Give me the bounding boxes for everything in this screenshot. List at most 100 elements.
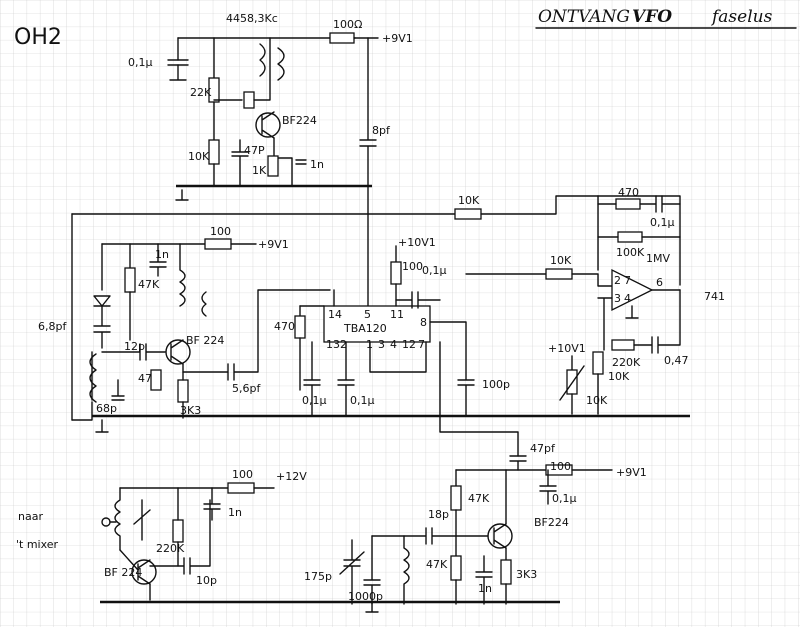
resistor-3k3-low — [500, 559, 512, 585]
middle-oscillator: 100 +9V1 6,8pf 47K 1n 12p 68p BF 224 47 … — [38, 225, 331, 421]
ic-pin-14: 14 — [328, 308, 342, 321]
opamp-pin-4: 4 — [624, 292, 631, 305]
label-supply-top: +9V1 — [382, 32, 413, 45]
opamp-pin-3: 3 — [614, 292, 621, 305]
resistor-47-mid — [150, 369, 162, 391]
resistor-10k-op2 — [592, 351, 604, 375]
label-supply-12: +12V — [276, 470, 307, 483]
label-supply-pot: +10V1 — [548, 342, 586, 355]
ic-tba120-body — [323, 305, 431, 343]
resistor-220k-bl — [172, 519, 184, 543]
title-block: ONTVANG VFO faselus — [535, 7, 797, 29]
label-r-1k: 1K — [252, 164, 267, 177]
label-c-1000p: 1000p — [348, 590, 383, 603]
label-c-1n-low: 1n — [478, 582, 492, 595]
resistor-10k-a — [208, 139, 220, 165]
resistor-47k-low — [450, 485, 462, 511]
ic-pin-7: 7 — [418, 338, 425, 351]
resistor-47k-mid — [124, 267, 136, 293]
label-c-68p-b: 68p — [96, 402, 117, 415]
bottom-right-oscillator: 47pf 100 +9V1 0,1µ 47K 47K 18p BF224 3K3… — [304, 442, 647, 605]
label-mixer: 't mixer — [16, 538, 59, 551]
opamp-pin-2: 2 — [614, 274, 621, 287]
resistor-100-bl — [227, 482, 255, 494]
label-supply-mid: +9V1 — [258, 238, 289, 251]
label-r-100-ic: 100 — [402, 260, 423, 273]
label-c-175p: 175p — [304, 570, 332, 583]
title-word-3: faselus — [710, 7, 773, 27]
label-r-10k-op2: 10K — [608, 370, 630, 383]
label-r-10k-long: 10K — [458, 194, 480, 207]
opamp-pin-6: 6 — [656, 276, 663, 289]
opamp-741: 10K 2 3 7 4 6 741 220K 0,47 10K +10V1 10… — [465, 254, 725, 415]
opamp-name: 741 — [704, 290, 725, 303]
label-t4: BF224 — [534, 516, 569, 529]
ic-pin-5: 5 — [364, 308, 371, 321]
label-c-1n-mid: 1n — [155, 248, 169, 261]
bottom-left-buffer: 100 +12V 1n naar 't mixer 220K BF 224 10… — [16, 468, 307, 601]
label-c-47p-a: 47P — [244, 144, 265, 157]
label-r-220k-bl: 220K — [156, 542, 185, 555]
ic-pin-8: 8 — [420, 316, 427, 329]
crystal — [243, 91, 255, 109]
tba120-ic: TBA120 14 5 11 8 13 2 1 3 4 12 7 +10V1 1… — [274, 236, 519, 457]
label-c-01-top: 0,1µ — [650, 216, 675, 229]
label-c-12p: 12p — [124, 340, 145, 353]
label-r-100-low: 100 — [550, 460, 571, 473]
label-t2: BF 224 — [186, 334, 224, 347]
label-c-01-b: 0,1µ — [302, 394, 327, 407]
resistor-100-ic — [390, 261, 402, 285]
label-c-47pf: 47pf — [530, 442, 556, 455]
ic-pin-4: 4 — [390, 338, 397, 351]
resistor-10k-long — [454, 208, 482, 220]
label-c-01-ic: 0,1µ — [422, 264, 447, 277]
label-r-47k-low2: 47K — [426, 558, 448, 571]
label-r-3k3-a: 3K3 — [180, 404, 201, 417]
label-r-470-ic: 470 — [274, 320, 295, 333]
label-c-10p-bl: 10p — [196, 574, 217, 587]
label-c-100p: 100p — [482, 378, 510, 391]
label-r-100k: 100K — [616, 246, 645, 259]
label-c-8p: 8pf — [372, 124, 391, 137]
opamp-triangle — [611, 268, 654, 312]
label-r-470-top: 470 — [618, 186, 639, 199]
label-c-01-c: 0,1µ — [350, 394, 375, 407]
label-c-18p: 18p — [428, 508, 449, 521]
transistor-bf224-bl — [131, 559, 157, 585]
label-c-68p: 6,8pf — [38, 320, 67, 333]
transistor-bf224-mid — [165, 339, 191, 365]
resistor-47k-low2 — [450, 555, 462, 581]
label-supply-ic: +10V1 — [398, 236, 436, 249]
label-r-47k-mid: 47K — [138, 278, 160, 291]
resistor-100ohm-top — [329, 32, 355, 44]
label-mv: 1MV — [646, 252, 670, 265]
resistor-10k-opamp — [545, 268, 573, 280]
resistor-470-ic — [294, 315, 306, 339]
resistor-220k-op — [611, 339, 635, 351]
label-c-1n-bl: 1n — [228, 506, 242, 519]
ic-pin-13: 13 — [326, 338, 340, 351]
ic-name: TBA120 — [343, 322, 387, 335]
transistor-bf224-top — [255, 112, 281, 138]
resistor-470-top — [615, 198, 641, 210]
label-r-3k3-low: 3K3 — [516, 568, 537, 581]
label-r-10k-opamp: 10K — [550, 254, 572, 267]
label-r-220k-op: 220K — [612, 356, 641, 369]
label-r-47k-low: 47K — [468, 492, 490, 505]
ic-pin-11: 11 — [390, 308, 404, 321]
label-c-56p: 5,6pf — [232, 382, 261, 395]
label-t1: BF224 — [282, 114, 317, 127]
ic-pin-12: 12 — [402, 338, 416, 351]
label-t3: BF 224 — [104, 566, 142, 579]
resistor-100k — [617, 231, 643, 243]
ic-pin-2: 2 — [340, 338, 347, 351]
resistor-3k3-mid — [177, 379, 189, 403]
label-c-01-low: 0,1µ — [552, 492, 577, 505]
opamp-feedback: 470 0,1µ 100K 1MV — [597, 186, 681, 271]
label-r-47-mid: 47 — [138, 372, 152, 385]
label-c-047: 0,47 — [664, 354, 689, 367]
label-r-100-mid: 100 — [210, 225, 231, 238]
label-r-10k-pot: 10K — [586, 394, 608, 407]
title-word-2: VFO — [632, 7, 672, 27]
